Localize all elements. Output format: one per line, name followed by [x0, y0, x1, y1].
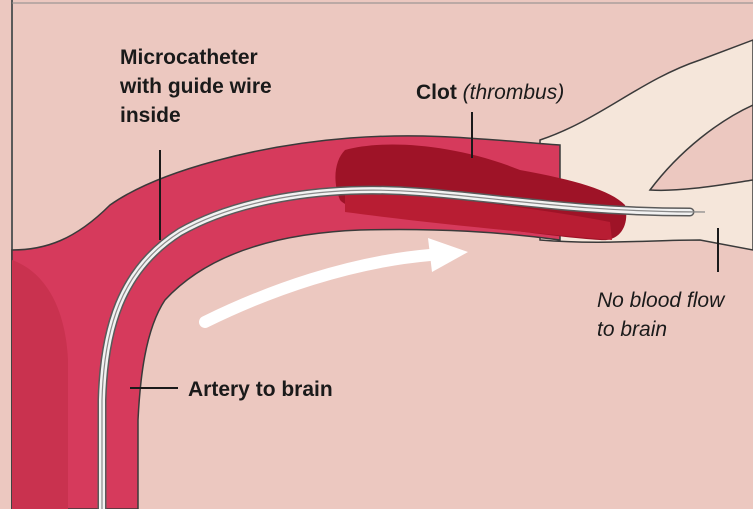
- label-artery: Artery to brain: [188, 375, 333, 404]
- label-clot: Clot (thrombus): [416, 78, 564, 107]
- label-no-blood-flow: No blood flow to brain: [597, 286, 724, 344]
- label-microcatheter-line2: with guide wire: [120, 72, 272, 101]
- label-microcatheter: Microcatheter with guide wire inside: [120, 43, 272, 130]
- label-no-blood-flow-line1: No blood flow: [597, 286, 724, 315]
- label-microcatheter-line3: inside: [120, 101, 272, 130]
- label-artery-text: Artery to brain: [188, 378, 333, 401]
- label-microcatheter-line1: Microcatheter: [120, 43, 272, 72]
- label-clot-main: Clot: [416, 81, 457, 104]
- label-no-blood-flow-line2: to brain: [597, 315, 724, 344]
- label-clot-detail: (thrombus): [463, 81, 565, 104]
